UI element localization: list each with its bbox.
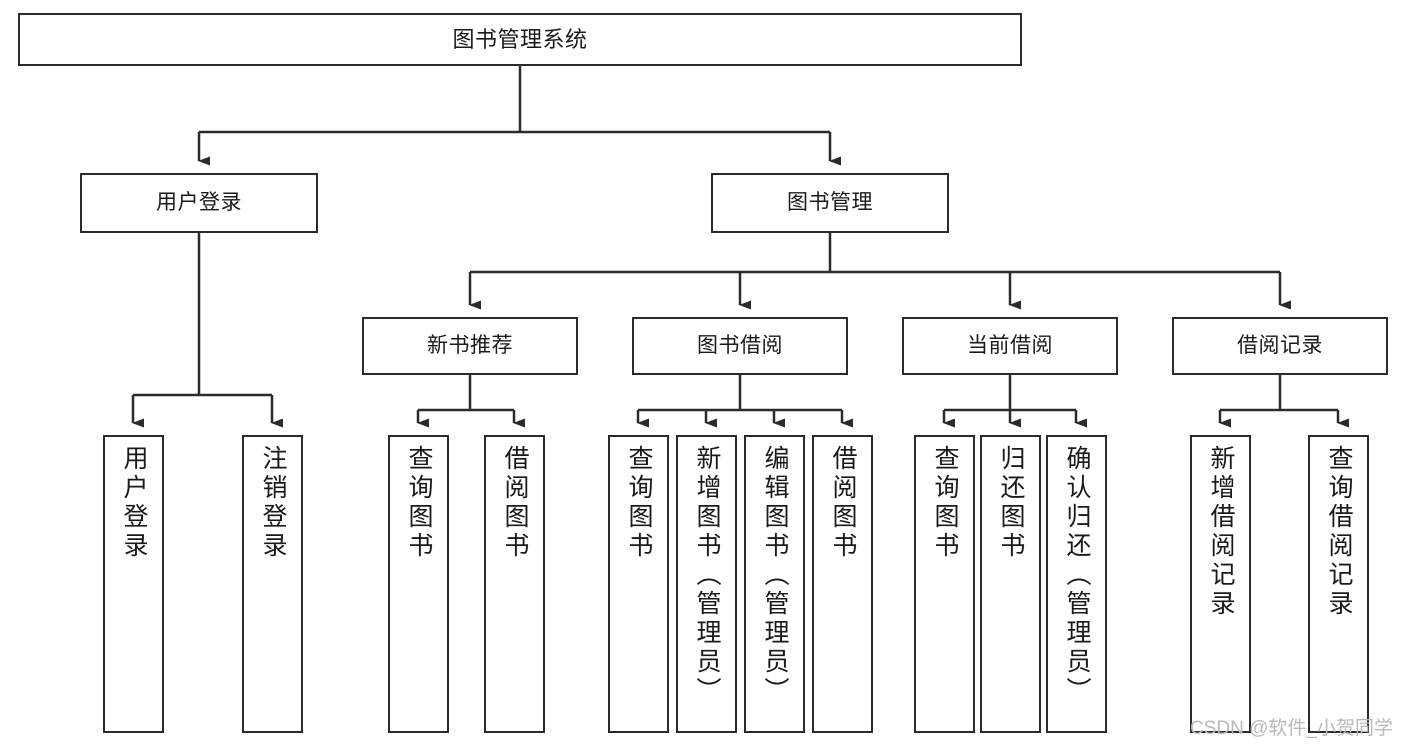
watermark: CSDN @软件_小贺同学 [1190, 718, 1393, 739]
leaf-user-login[interactable]: 用户登录 [103, 435, 164, 733]
node-borrow-record-label: 借阅记录 [1237, 333, 1323, 357]
leaf-borrow-book-2[interactable]: 借阅图书 [812, 435, 873, 733]
leaf-logout[interactable]: 注销登录 [242, 435, 303, 733]
leaf-user-login-label: 用户登录 [120, 445, 148, 561]
node-book-borrow-label: 图书借阅 [697, 333, 783, 357]
leaf-add-record-label: 新增借阅记录 [1207, 445, 1235, 619]
node-book-manage-label: 图书管理 [787, 190, 873, 214]
leaf-query-record[interactable]: 查询借阅记录 [1308, 435, 1369, 733]
leaf-edit-book[interactable]: 编辑图书（管理员） [744, 435, 805, 733]
leaf-query-book-2[interactable]: 查询图书 [608, 435, 669, 733]
leaf-query-book-1[interactable]: 查询图书 [388, 435, 449, 733]
leaf-query-record-label: 查询借阅记录 [1325, 445, 1353, 619]
node-borrow-record[interactable]: 借阅记录 [1172, 317, 1388, 375]
node-book-manage[interactable]: 图书管理 [711, 173, 949, 233]
leaf-confirm-return[interactable]: 确认归还（管理员） [1046, 435, 1107, 733]
leaf-logout-label: 注销登录 [259, 445, 287, 561]
node-root-label: 图书管理系统 [452, 26, 588, 52]
leaf-query-book-1-label: 查询图书 [405, 445, 433, 561]
leaf-add-book-label: 新增图书（管理员） [693, 445, 721, 706]
node-new-book-recommend[interactable]: 新书推荐 [362, 317, 578, 375]
leaf-edit-book-label: 编辑图书（管理员） [761, 445, 789, 706]
leaf-borrow-book-2-label: 借阅图书 [829, 445, 857, 561]
node-root[interactable]: 图书管理系统 [18, 13, 1022, 66]
node-current-borrow[interactable]: 当前借阅 [902, 317, 1118, 375]
leaf-add-record[interactable]: 新增借阅记录 [1190, 435, 1251, 733]
node-user-login-label: 用户登录 [156, 190, 242, 214]
leaf-borrow-book-1-label: 借阅图书 [501, 445, 529, 561]
leaf-borrow-book-1[interactable]: 借阅图书 [484, 435, 545, 733]
leaf-query-book-3-label: 查询图书 [931, 445, 959, 561]
leaf-confirm-return-label: 确认归还（管理员） [1063, 445, 1091, 706]
node-current-borrow-label: 当前借阅 [967, 333, 1053, 357]
leaf-return-book-label: 归还图书 [997, 445, 1025, 561]
node-book-borrow[interactable]: 图书借阅 [632, 317, 848, 375]
node-new-book-recommend-label: 新书推荐 [427, 333, 513, 357]
leaf-query-book-3[interactable]: 查询图书 [914, 435, 975, 733]
leaf-query-book-2-label: 查询图书 [625, 445, 653, 561]
node-user-login[interactable]: 用户登录 [80, 173, 318, 233]
leaf-add-book[interactable]: 新增图书（管理员） [676, 435, 737, 733]
leaf-return-book[interactable]: 归还图书 [980, 435, 1041, 733]
